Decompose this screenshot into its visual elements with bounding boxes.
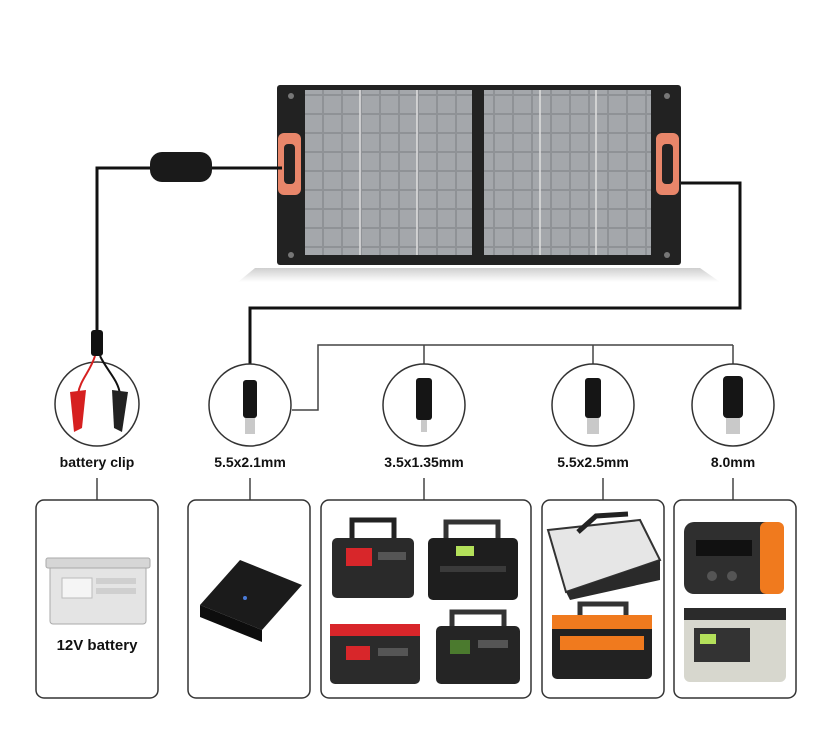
label-dc-5525: 5.5x2.5mm [557,454,629,470]
panel-cells-right [484,90,651,255]
charge-controller [150,152,212,182]
cable-to-clip [95,166,150,332]
power-station-1-icon [332,517,414,598]
battery-clip-icon [54,330,140,447]
solar-panel [238,85,720,282]
power-station-2-icon [428,519,518,600]
power-station-7-icon [684,522,784,594]
power-station-3-icon [330,624,420,684]
power-station-6-icon [552,601,652,679]
dc-plug-5525-icon [551,363,635,447]
power-bank-icon [200,560,302,642]
dc-plug-80-icon [691,363,775,447]
cable-output [248,181,742,375]
panel-cells-left [305,90,472,255]
cables [95,166,742,375]
power-station-8-icon [684,608,786,682]
dc-plug-35135-icon [382,363,466,447]
label-dc-5521: 5.5x2.1mm [214,454,286,470]
branch-lines [96,344,734,500]
label-dc-80: 8.0mm [710,454,756,470]
label-battery-clip: battery clip [59,454,135,470]
dc-plug-5521-icon [208,363,292,447]
label-12v-battery: 12V battery [56,637,138,654]
power-station-4-icon [436,609,520,684]
label-dc-35135: 3.5x1.35mm [384,454,464,470]
power-station-5-icon [546,511,662,600]
battery-12v-icon [45,557,151,625]
panel-shadow [238,268,720,282]
